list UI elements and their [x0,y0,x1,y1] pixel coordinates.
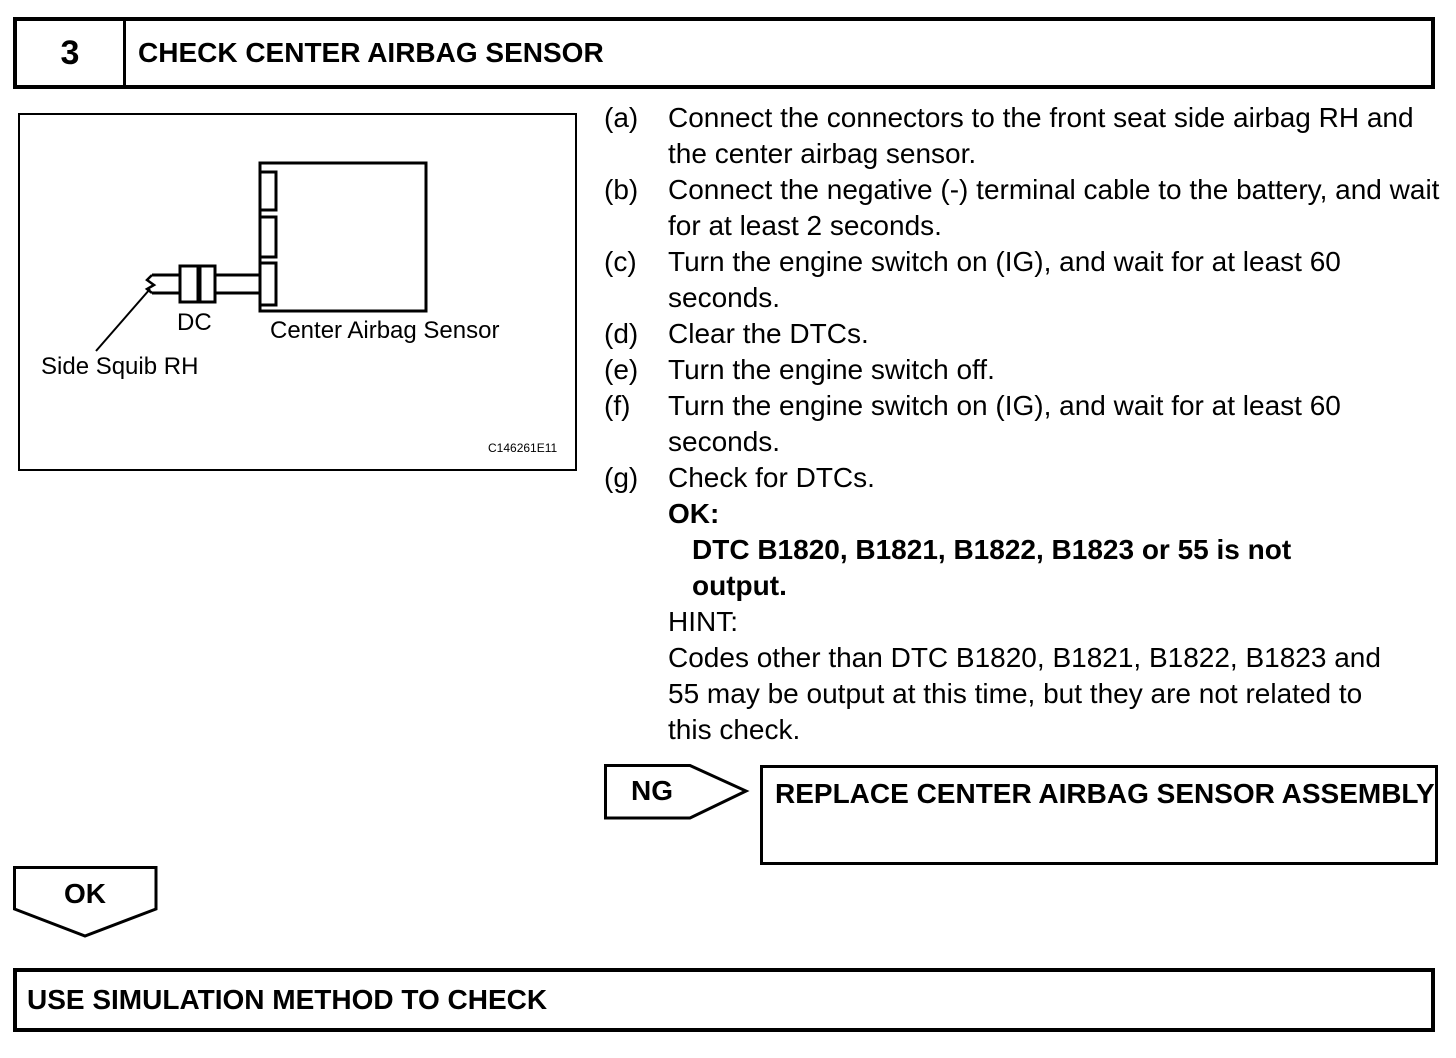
sensor-body [258,161,428,313]
procedure: (a) Connect the connectors to the front … [604,100,1444,748]
wiring-figure: DC Center Airbag Sensor Side Squib RH C1… [18,113,577,471]
ok-arrow [13,866,158,938]
step-text: Clear the DTCs. [668,318,869,349]
ng-result-box: REPLACE CENTER AIRBAG SENSOR ASSEMBLY [760,765,1438,865]
step-text: Turn the engine switch on (IG), and wait… [668,246,1341,313]
step-text: Connect the negative (-) terminal cable … [668,174,1440,241]
squib-leader [95,288,151,352]
ok-result-text: USE SIMULATION METHOD TO CHECK [27,984,548,1015]
procedure-step: (g) Check for DTCs. [604,460,1444,496]
sensor-label: Center Airbag Sensor [270,317,500,344]
step-letter: (d) [604,318,639,349]
procedure-step: (b) Connect the negative (-) terminal ca… [604,172,1444,244]
dc-connector-left [178,264,202,304]
ok-text: DTC B1820, B1821, B1822, B1823 or 55 is … [692,534,1292,601]
procedure-step: (a) Connect the connectors to the front … [604,100,1444,172]
step-text: Check for DTCs. [668,462,875,493]
step-text: Connect the connectors to the front seat… [668,102,1414,169]
procedure-step: (f) Turn the engine switch on (IG), and … [604,388,1444,460]
dc-label: DC [177,309,212,336]
squib-label: Side Squib RH [41,353,199,380]
hint-label: HINT: [668,606,738,637]
step-letter: (g) [604,462,639,493]
ok-result-box: USE SIMULATION METHOD TO CHECK [13,968,1435,1032]
step-letter: (f) [604,390,631,421]
expected-result: OK: DTC B1820, B1821, B1822, B1823 or 55… [668,496,1444,748]
ok-arrow-label: OK [64,878,106,909]
step-letter: (e) [604,354,639,385]
ng-result-text: REPLACE CENTER AIRBAG SENSOR ASSEMBLY [775,778,1435,809]
step-text: Turn the engine switch on (IG), and wait… [668,390,1341,457]
step-title: CHECK CENTER AIRBAG SENSOR [138,37,604,68]
procedure-step: (c) Turn the engine switch on (IG), and … [604,244,1444,316]
sensor-connector-1 [258,170,278,212]
dc-connector-right [196,264,217,304]
step-header: 3 CHECK CENTER AIRBAG SENSOR [13,17,1435,89]
step-letter: (c) [604,246,637,277]
procedure-step: (d) Clear the DTCs. [604,316,1444,352]
step-letter: (b) [604,174,639,205]
wiring-diagram [95,161,428,352]
ng-label: NG [631,775,673,806]
figure-code: C146261E11 [488,441,558,455]
ok-label: OK: [668,498,720,529]
step-number: 3 [17,21,126,85]
sensor-connector-2 [258,215,278,259]
hint-text: Codes other than DTC B1820, B1821, B1822… [668,642,1381,745]
step-letter: (a) [604,102,639,133]
sensor-connector-3 [258,261,278,307]
procedure-step: (e) Turn the engine switch off. [604,352,1444,388]
step-text: Turn the engine switch off. [668,354,995,385]
ng-arrow [604,764,750,820]
